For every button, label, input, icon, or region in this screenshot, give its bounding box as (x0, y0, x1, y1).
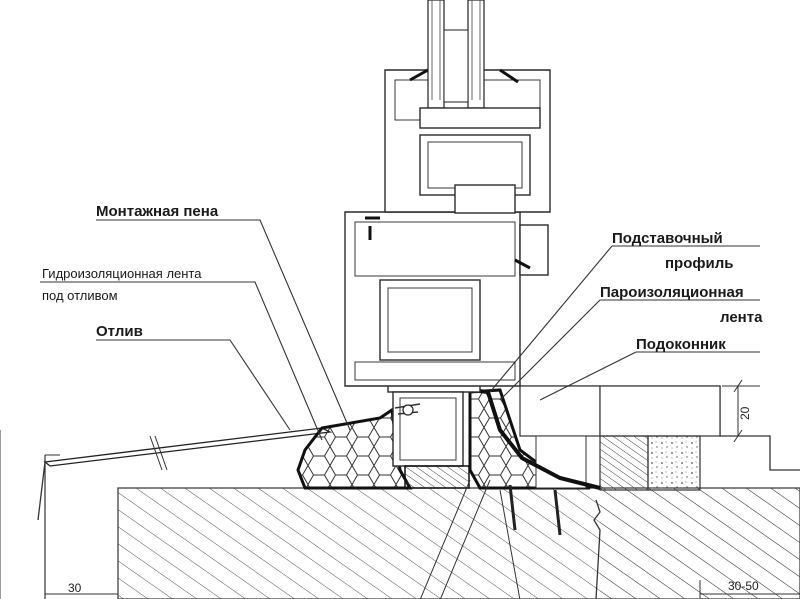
window-sash (384, 68, 551, 214)
glazing-unit (419, 0, 541, 129)
label-vapour-tape-line2: лента (720, 309, 763, 326)
label-waterproof-tape-line2: под отливом (42, 288, 118, 303)
label-window-sill: Подоконник (636, 336, 726, 353)
anchors (508, 484, 562, 536)
outer-wall (0, 430, 60, 599)
dimension-left-bottom-label: 30 (68, 581, 82, 595)
leader-lines (40, 219, 760, 599)
label-stand-profile-line2: профиль (665, 255, 733, 272)
label-drip: Отлив (96, 323, 143, 340)
vapour-tape (469, 388, 601, 490)
label-waterproof-tape-line1: Гидроизоляционная лента (42, 266, 202, 281)
label-vapour-tape-line1: Пароизоляционная (600, 284, 744, 301)
window-sill-board (519, 385, 800, 491)
label-stand-profile-line1: Подставочный (612, 230, 723, 247)
dimension-bottom (45, 580, 800, 599)
dimension-right-bottom-label: 30-50 (728, 579, 759, 593)
wall-base (117, 487, 800, 599)
window-frame (344, 211, 549, 387)
dimension-sill-height (722, 379, 760, 443)
label-mounting-foam: Монтажная пена (96, 203, 219, 220)
dimension-sill-height-label: 20 (738, 406, 752, 420)
